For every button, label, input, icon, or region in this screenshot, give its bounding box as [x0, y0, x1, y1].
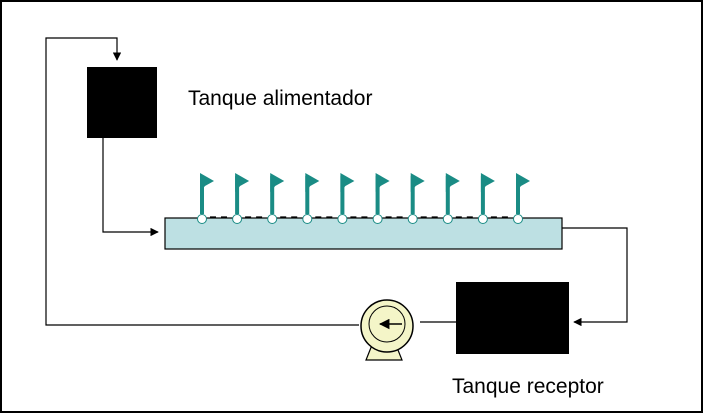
feed-pipe — [102, 138, 159, 237]
feed-tank-label: Tanque alimentador — [188, 87, 373, 110]
pump — [360, 299, 414, 361]
spray-nozzle — [302, 173, 320, 224]
receiver-tank — [456, 282, 569, 354]
return-pipe — [45, 37, 359, 326]
spray-nozzle — [513, 173, 530, 224]
spray-nozzle — [372, 173, 390, 224]
nozzle-array — [197, 173, 530, 224]
spray-nozzle — [442, 173, 460, 224]
spray-nozzle — [267, 173, 285, 224]
spray-manifold — [164, 217, 563, 250]
feed-tank — [87, 67, 157, 138]
spray-nozzle — [337, 173, 355, 224]
spray-nozzle — [197, 173, 214, 224]
drain-pipe — [562, 227, 628, 327]
spray-nozzle — [407, 173, 425, 224]
receiver-tank-label: Tanque receptor — [452, 375, 604, 398]
spray-nozzle — [232, 173, 250, 224]
spray-nozzle — [477, 173, 495, 224]
